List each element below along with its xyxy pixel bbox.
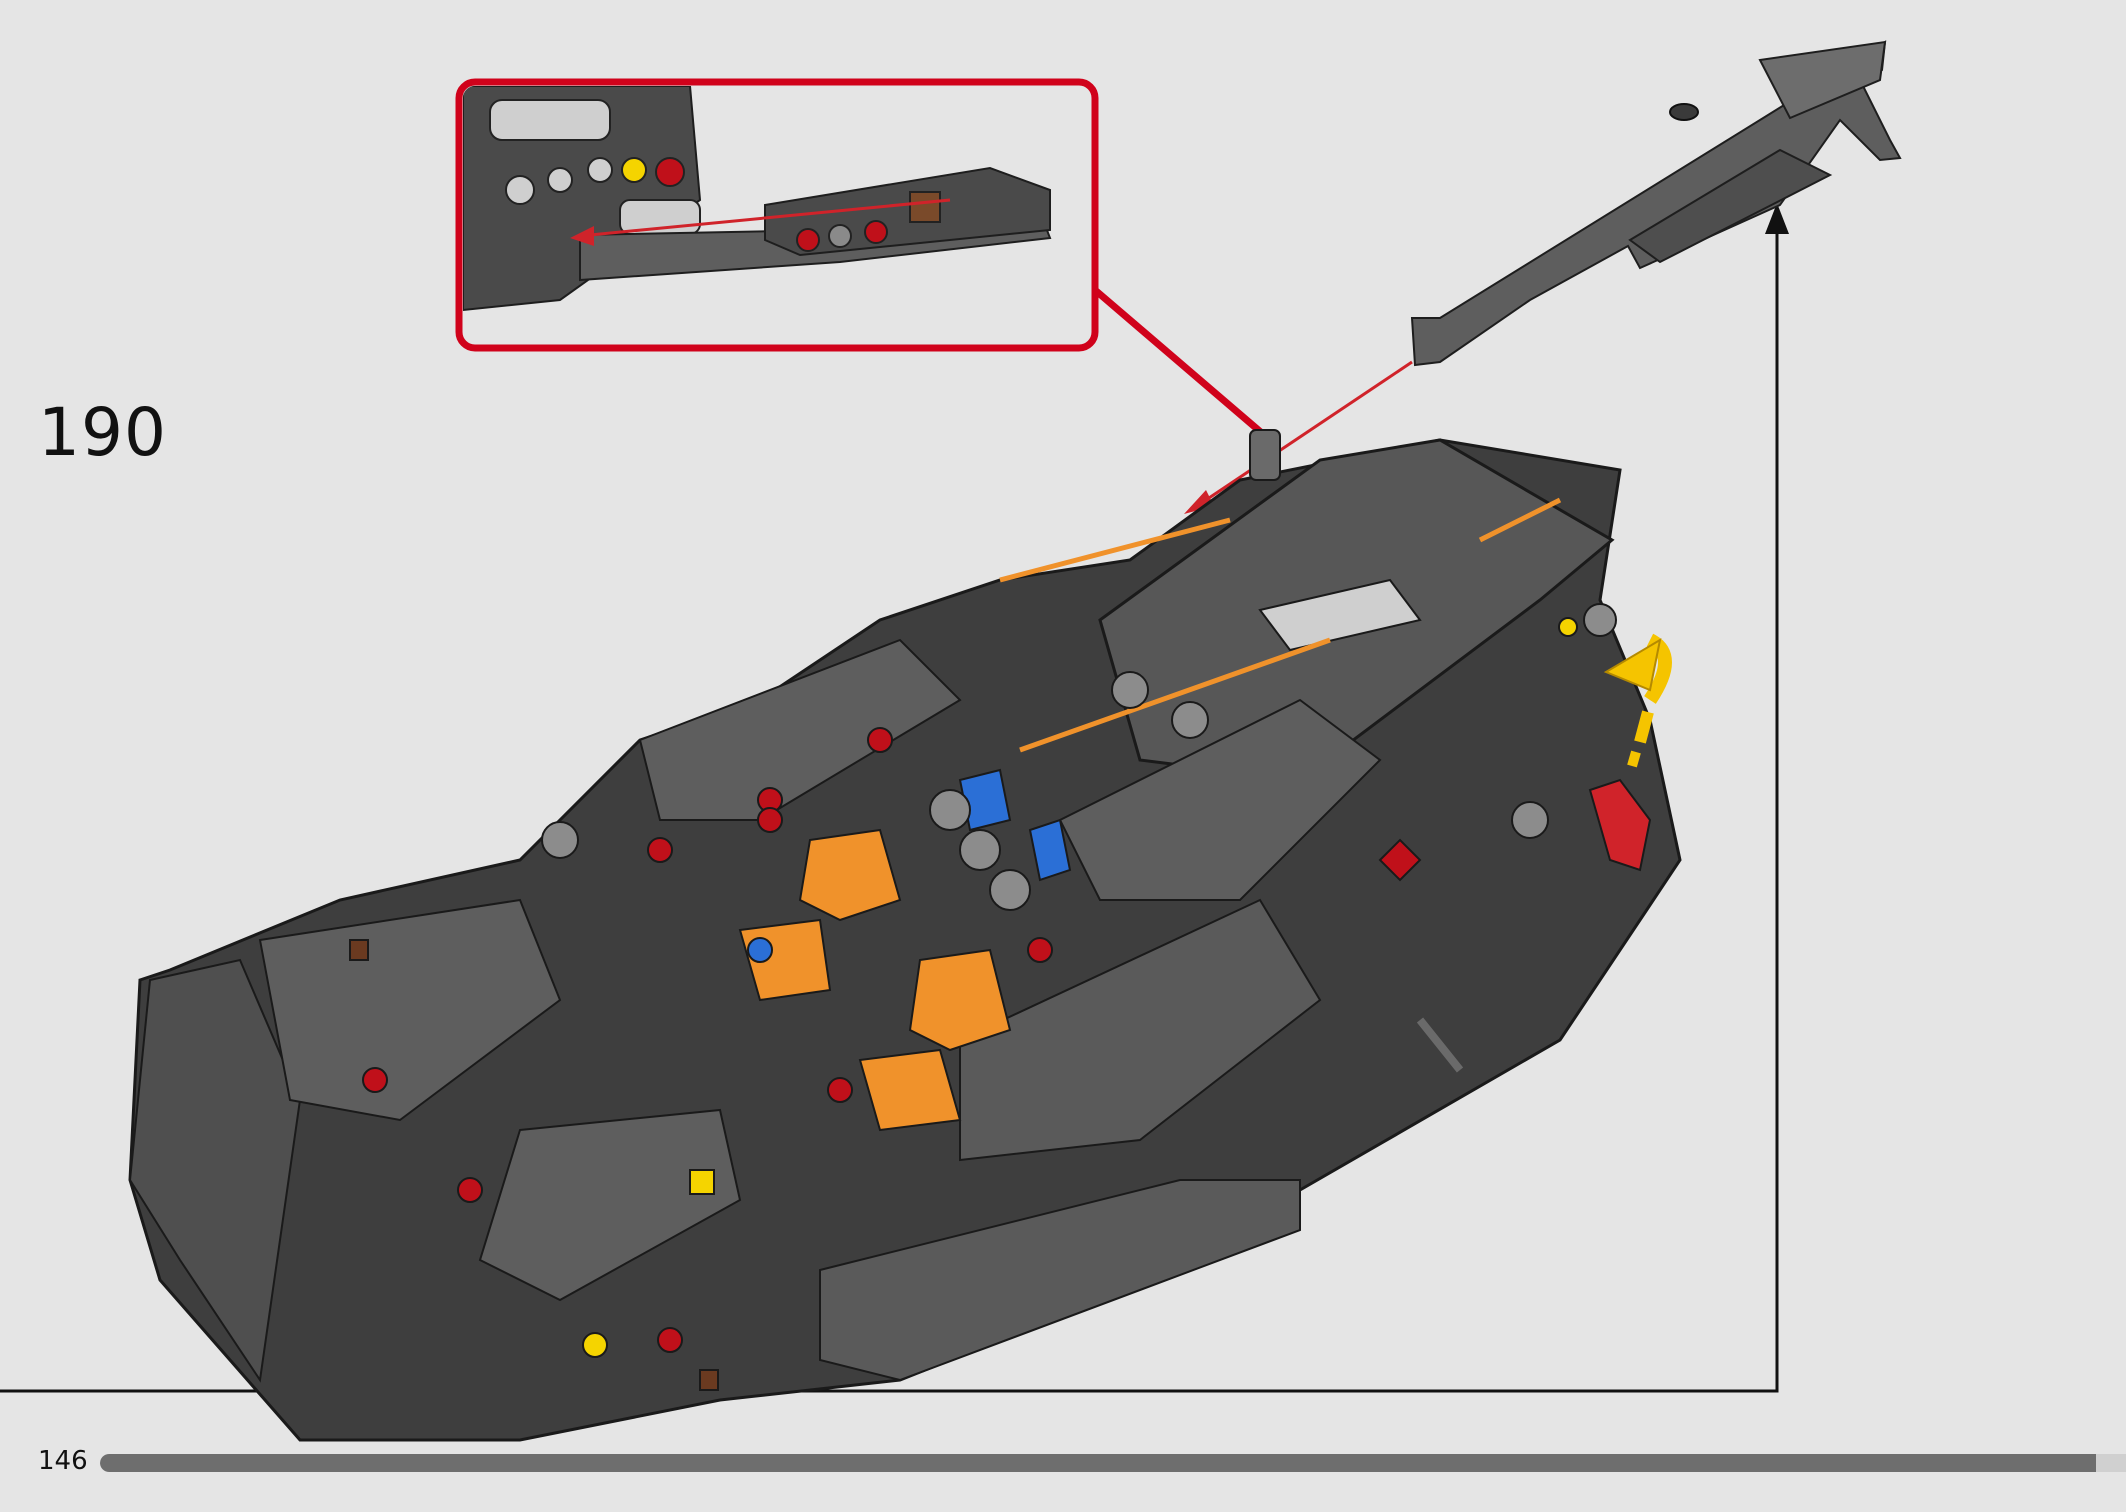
guide-arrowhead-icon <box>1765 203 1789 234</box>
callout-connector <box>1092 287 1273 443</box>
progress-bar-fill <box>100 1454 2096 1472</box>
zoom-callout-frame <box>455 78 1099 352</box>
car-assembly <box>128 429 1682 1442</box>
step-number: 190 <box>38 394 167 471</box>
curved-rotate-arrow-icon <box>1603 633 1672 768</box>
spoiler-part <box>1410 40 1902 367</box>
page-number: 146 <box>38 1446 88 1476</box>
progress-bar <box>100 1454 2126 1472</box>
insert-arrow <box>1199 360 1413 506</box>
